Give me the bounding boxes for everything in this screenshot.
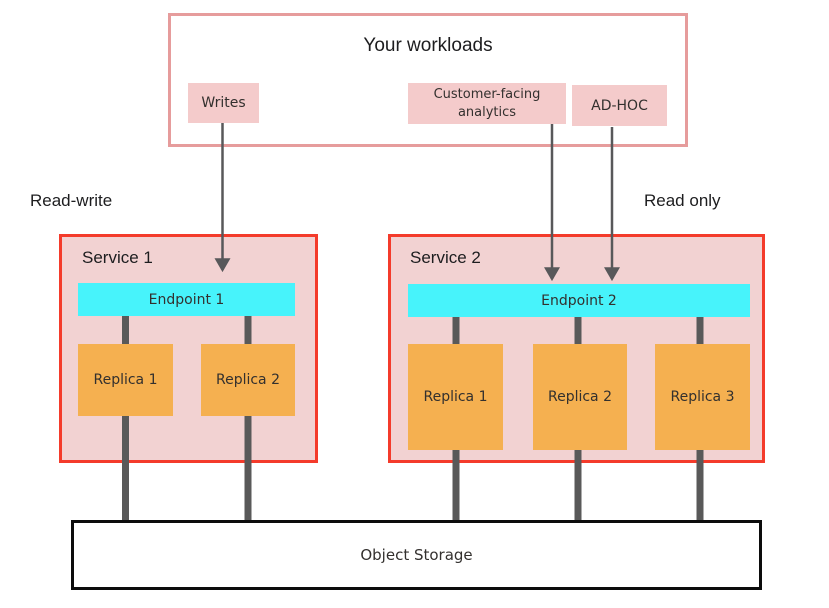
workload-adhoc: AD-HOC bbox=[572, 85, 667, 126]
workload-writes-label: Writes bbox=[201, 95, 246, 111]
workload-adhoc-label: AD-HOC bbox=[591, 97, 648, 114]
object-storage: Object Storage bbox=[71, 520, 762, 590]
object-storage-label: Object Storage bbox=[360, 546, 473, 564]
service1-replica2-label: Replica 2 bbox=[215, 372, 280, 388]
workloads-title: Your workloads bbox=[363, 35, 493, 56]
service2-replica1: Replica 1 bbox=[408, 344, 503, 450]
service1-replica1: Replica 1 bbox=[78, 344, 173, 416]
annotation-read-only: Read only bbox=[644, 191, 721, 210]
service1-endpoint: Endpoint 1 bbox=[78, 283, 295, 316]
service2-replica1-label: Replica 1 bbox=[423, 389, 488, 405]
service2-endpoint: Endpoint 2 bbox=[408, 284, 750, 317]
service2-replica2: Replica 2 bbox=[533, 344, 627, 450]
annotation-read-write: Read-write bbox=[30, 191, 113, 210]
workload-customer-facing-analytics: Customer-facing analytics bbox=[408, 83, 566, 124]
service2-replica2-label: Replica 2 bbox=[547, 389, 612, 405]
workloads-container bbox=[168, 13, 688, 147]
workload-writes: Writes bbox=[188, 83, 259, 123]
service1-replica1-label: Replica 1 bbox=[93, 372, 158, 388]
service1-endpoint-label: Endpoint 1 bbox=[148, 291, 225, 308]
service1-replica2: Replica 2 bbox=[201, 344, 295, 416]
service1-title: Service 1 bbox=[82, 248, 153, 267]
workload-customer-facing-analytics-label: Customer-facing analytics bbox=[433, 86, 541, 120]
service2-endpoint-label: Endpoint 2 bbox=[541, 292, 617, 309]
service2-replica3: Replica 3 bbox=[655, 344, 750, 450]
service2-title: Service 2 bbox=[410, 248, 481, 267]
service2-replica3-label: Replica 3 bbox=[670, 389, 735, 405]
